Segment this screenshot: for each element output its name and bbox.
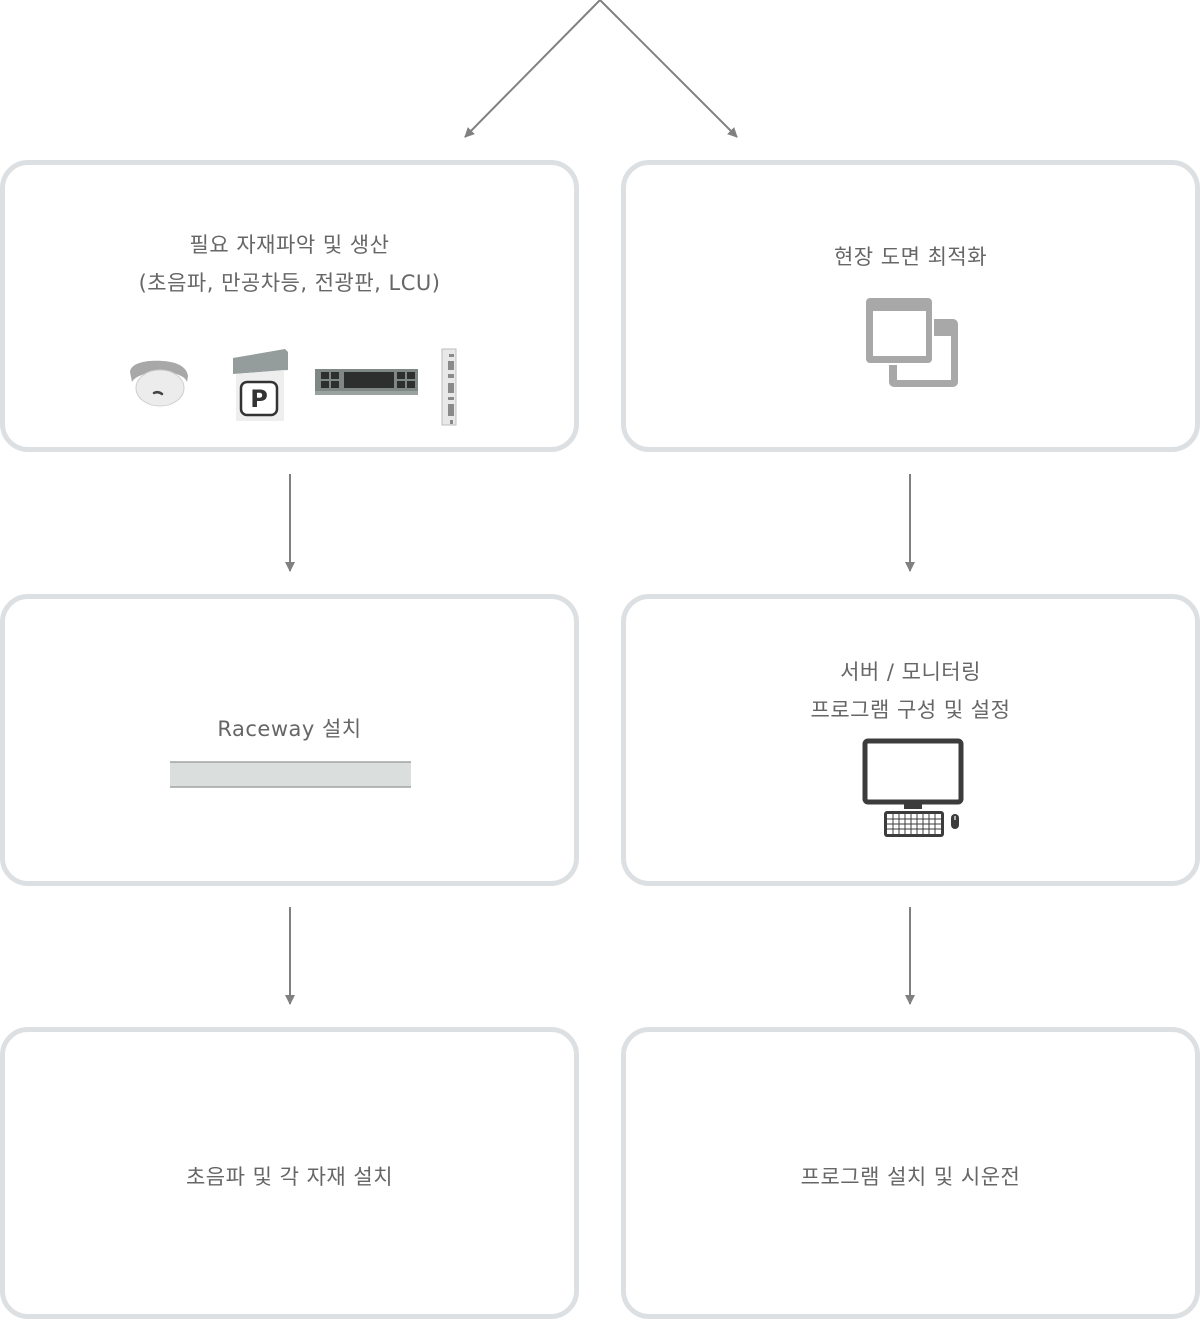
- split-arrow-left: [464, 0, 601, 138]
- parking-sign-board-icon: [233, 349, 288, 421]
- step-server-title-line1: 서버 / 모니터링: [840, 660, 981, 684]
- desktop-computer-icon: [862, 738, 964, 837]
- step-install-sensors-title: 초음파 및 각 자재 설치: [185, 1165, 394, 1189]
- step-raceway-title: Raceway 설치: [217, 717, 362, 741]
- step-materials-title-line1: 필요 자재파악 및 생산: [189, 233, 390, 257]
- step-server-title: 서버 / 모니터링 프로그램 구성 및 설정: [626, 653, 1195, 729]
- step-materials-title: 필요 자재파악 및 생산 (초음파, 만공차등, 전광판, LCU): [5, 226, 574, 302]
- step-program-install-title: 프로그램 설치 및 시운전: [800, 1165, 1021, 1189]
- step-materials-title-line2: (초음파, 만공차등, 전광판, LCU): [138, 271, 441, 295]
- led-display-board-icon: [315, 369, 418, 395]
- step-site-drawing-title: 현장 도면 최적화: [833, 245, 988, 269]
- step-program-install-box: 프로그램 설치 및 시운전: [621, 1027, 1200, 1319]
- step-server-box: 서버 / 모니터링 프로그램 구성 및 설정: [621, 594, 1200, 886]
- ultrasonic-sensor-icon: [130, 360, 188, 407]
- step-materials-box: 필요 자재파악 및 생산 (초음파, 만공차등, 전광판, LCU) P: [0, 160, 579, 452]
- step-site-drawing-box: 현장 도면 최적화: [621, 160, 1200, 452]
- lcu-controller-icon: [441, 348, 457, 426]
- parking-sign-icon: P: [230, 348, 290, 424]
- parking-sign-letter: P: [250, 385, 268, 413]
- raceway-bar-icon: [170, 761, 411, 788]
- split-arrow-right: [599, 0, 738, 138]
- overlapping-windows-icon: [864, 296, 958, 387]
- step-raceway-box: Raceway 설치: [0, 594, 579, 886]
- step-server-title-line2: 프로그램 구성 및 설정: [810, 698, 1011, 722]
- step-install-sensors-box: 초음파 및 각 자재 설치: [0, 1027, 579, 1319]
